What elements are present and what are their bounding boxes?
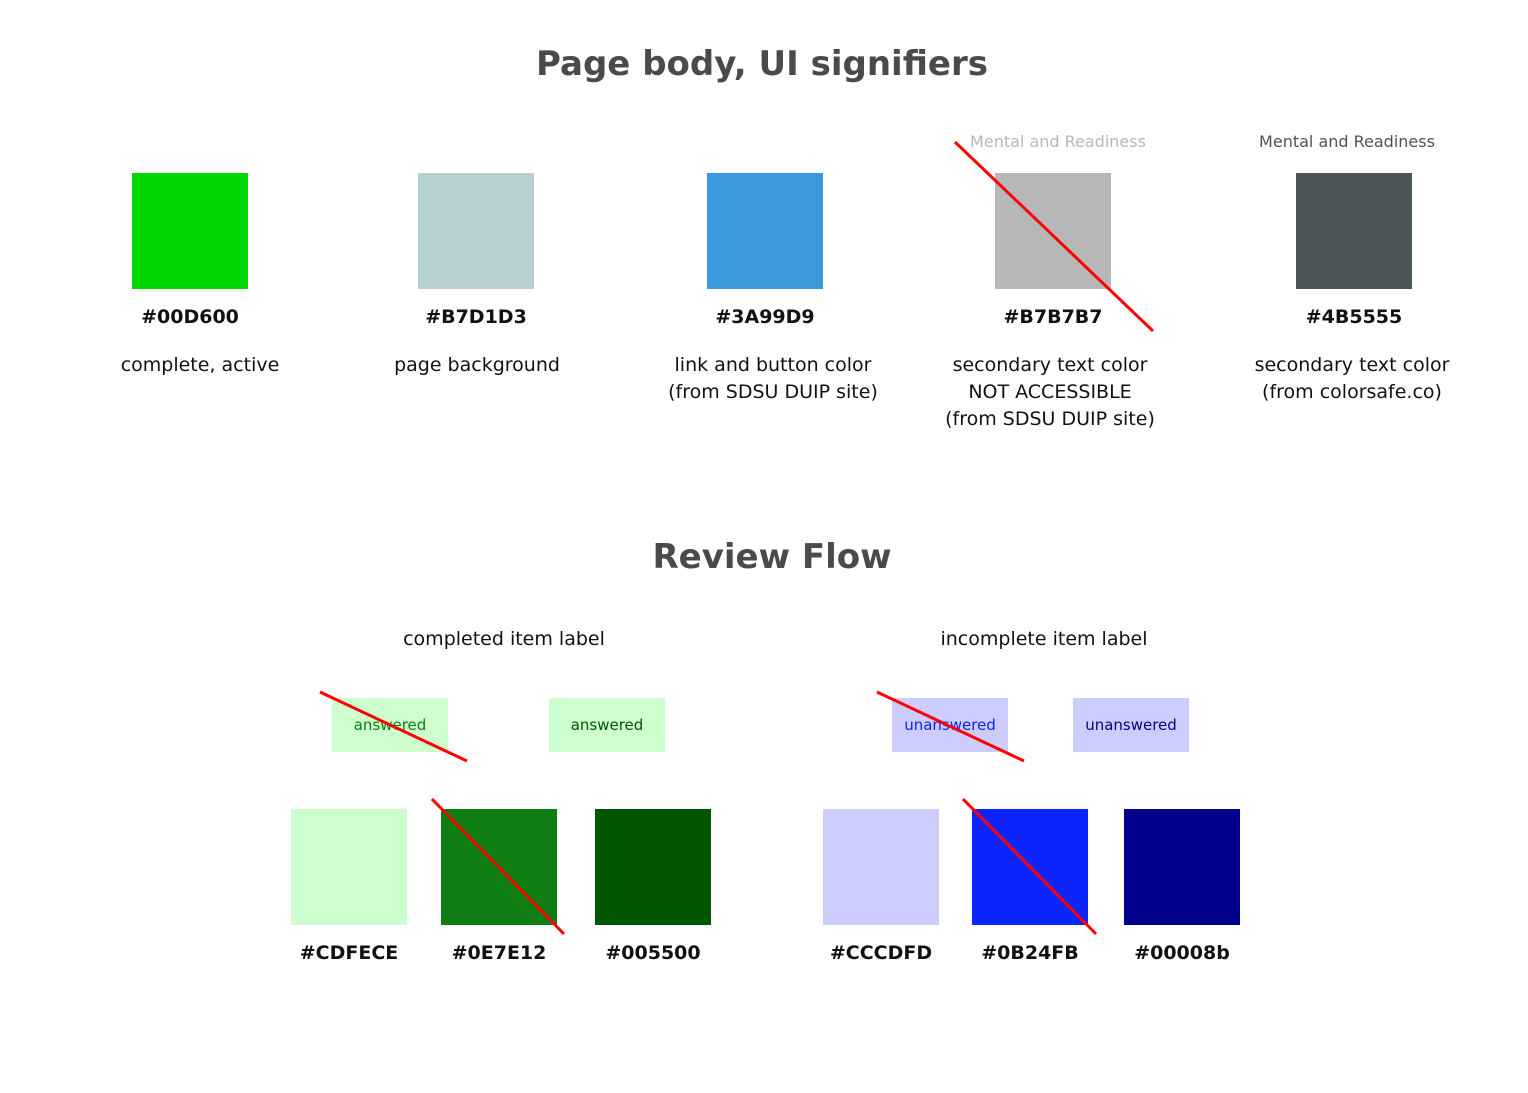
color-swatch xyxy=(995,173,1111,289)
color-description: secondary text color NOT ACCESSIBLE (fro… xyxy=(945,354,1155,430)
completed-item-label: completed item label xyxy=(403,628,605,650)
hex-code-label: #3A99D9 xyxy=(715,306,815,328)
hex-code-label: #B7B7B7 xyxy=(1003,306,1103,328)
hex-code-label: #0B24FB xyxy=(981,942,1079,964)
unanswered-chip: unanswered xyxy=(892,698,1008,752)
color-swatch xyxy=(823,809,939,925)
hex-code-label: #4B5555 xyxy=(1305,306,1403,328)
color-swatch xyxy=(441,809,557,925)
answered-chip: answered xyxy=(549,698,665,752)
unanswered-chip: unanswered xyxy=(1073,698,1189,752)
hex-code-label: #CDFECE xyxy=(299,942,399,964)
color-description: link and button color (from SDSU DUIP si… xyxy=(668,354,878,403)
color-swatch xyxy=(595,809,711,925)
color-description: secondary text color (from colorsafe.co) xyxy=(1254,354,1450,403)
secondary-text-sample: Mental and Readiness xyxy=(970,132,1146,151)
color-swatch xyxy=(972,809,1088,925)
color-swatch xyxy=(132,173,248,289)
color-description: page background xyxy=(394,354,560,376)
color-swatch xyxy=(1296,173,1412,289)
color-description: complete, active xyxy=(120,354,280,376)
color-swatch xyxy=(418,173,534,289)
answered-chip: answered xyxy=(332,698,448,752)
hex-code-label: #B7D1D3 xyxy=(425,306,527,328)
color-swatch xyxy=(1124,809,1240,925)
hex-code-label: #005500 xyxy=(605,942,701,964)
secondary-text-sample: Mental and Readiness xyxy=(1259,132,1435,151)
hex-code-label: #0E7E12 xyxy=(451,942,547,964)
section-heading-ui-signifiers: Page body, UI signifiers xyxy=(536,44,988,84)
hex-code-label: #CCCDFD xyxy=(829,942,933,964)
section-heading-review-flow: Review Flow xyxy=(652,537,892,577)
color-swatch xyxy=(707,173,823,289)
color-swatch xyxy=(291,809,407,925)
hex-code-label: #00D600 xyxy=(141,306,239,328)
hex-code-label: #00008b xyxy=(1134,942,1230,964)
incomplete-item-label: incomplete item label xyxy=(940,628,1148,650)
